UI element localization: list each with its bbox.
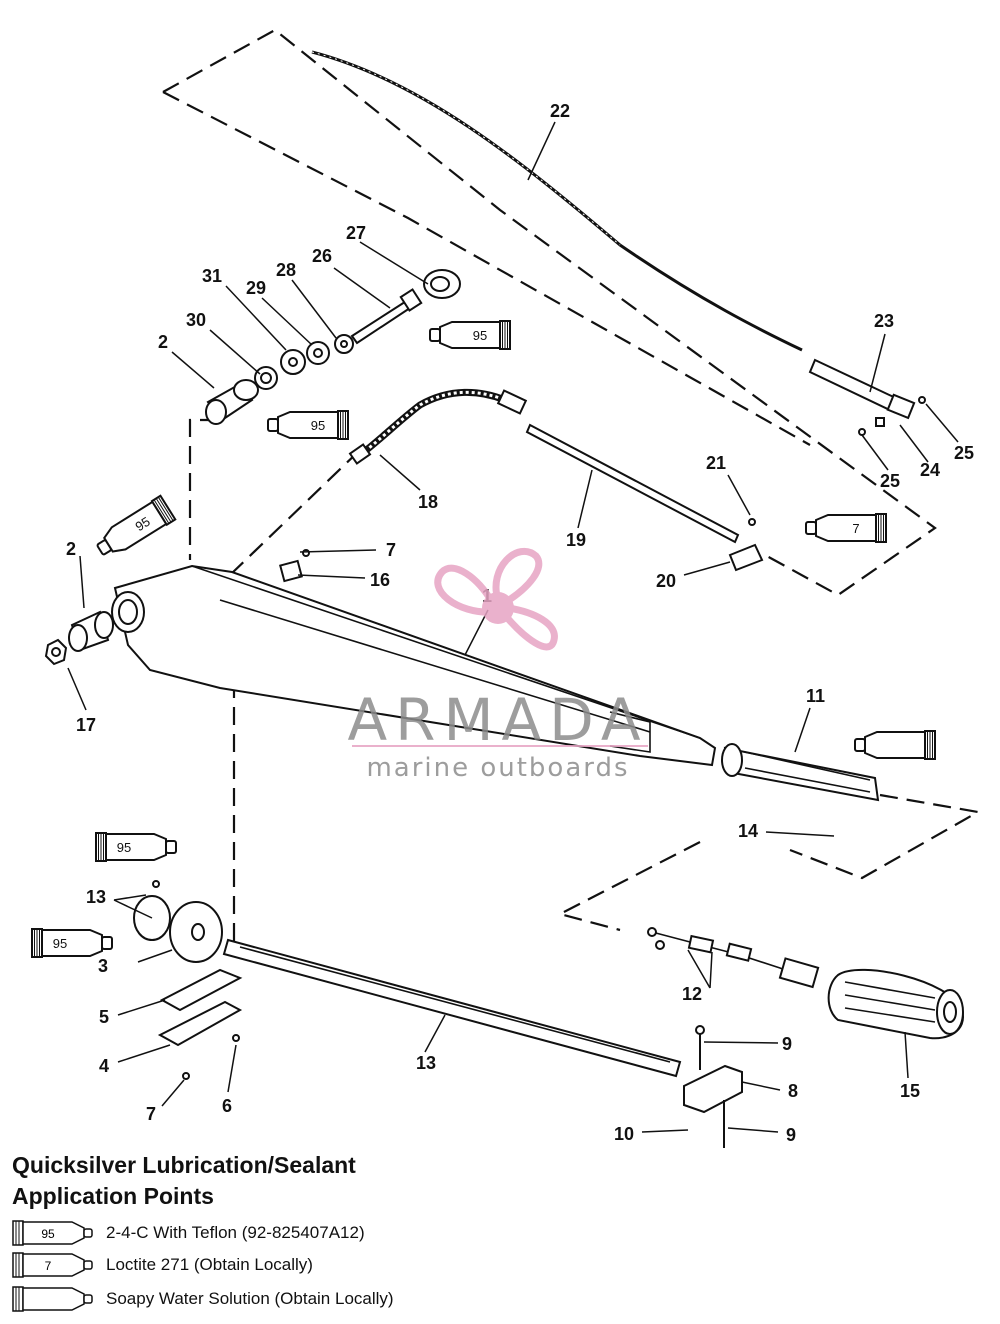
propeller-logo-icon	[434, 547, 558, 651]
tube-plain-icon	[12, 1286, 93, 1312]
part-22-cable	[311, 50, 803, 352]
tube-95-near-2-left: 95	[91, 494, 177, 563]
legend-code-7: 7	[45, 1259, 52, 1273]
callout-15: 15	[900, 1081, 920, 1101]
callout-20: 20	[656, 571, 676, 591]
legend-title-line1: Quicksilver Lubrication/Sealant	[12, 1152, 356, 1178]
legend-text-soapy: Soapy Water Solution (Obtain Locally)	[106, 1289, 394, 1308]
callout-28: 28	[276, 260, 296, 280]
part-18-flex-hose	[348, 388, 528, 465]
legend-item-soapy: Soapy Water Solution (Obtain Locally)	[12, 1285, 394, 1313]
tube-95-near-26: 95	[429, 320, 511, 350]
part-23-actuator	[808, 358, 926, 436]
legend-item-95: 95 2-4-C With Teflon (92-825407A12)	[12, 1219, 365, 1247]
callout-21: 21	[706, 453, 726, 473]
part-12-wiring	[647, 927, 820, 989]
legend-item-7: 7 Loctite 271 (Obtain Locally)	[12, 1251, 313, 1279]
callout-8: 8	[788, 1081, 798, 1101]
callout-25-right: 25	[954, 443, 974, 463]
callout-11: 11	[806, 686, 825, 706]
svg-text:95: 95	[311, 418, 325, 433]
callout-14: 14	[738, 821, 758, 841]
part-20-connector	[728, 518, 764, 572]
part-17-nut	[44, 638, 68, 666]
callout-24: 24	[920, 460, 940, 480]
part-13-shift-rod	[222, 938, 682, 1078]
part-27-nut	[423, 269, 461, 299]
tube-label-3-top: 95	[117, 840, 131, 855]
callout-17: 17	[76, 715, 96, 735]
part-19-rod	[525, 423, 740, 544]
legend-text-7: Loctite 271 (Obtain Locally)	[106, 1255, 313, 1274]
callout-13-left: 13	[86, 887, 106, 907]
legend-text-95: 2-4-C With Teflon (92-825407A12)	[106, 1223, 365, 1242]
tube-7-icon: 7	[12, 1252, 93, 1278]
callout-25-left: 25	[880, 471, 900, 491]
part-15-throttle-handle	[827, 968, 964, 1040]
watermark-brand: ARMADA	[347, 686, 648, 754]
callout-3: 3	[98, 956, 108, 976]
svg-text:95: 95	[473, 328, 487, 343]
watermark-tagline: marine outboards	[366, 753, 629, 783]
part-1-tiller-arm	[111, 564, 717, 767]
armada-watermark: ARMADA marine outboards	[347, 547, 648, 783]
tube-95-near-2-top: 95	[267, 410, 349, 440]
tube-label-3-left: 95	[53, 936, 67, 951]
callout-4: 4	[99, 1056, 109, 1076]
lubrication-legend: Quicksilver Lubrication/Sealant Applicat…	[12, 1150, 612, 1312]
svg-text:7: 7	[852, 521, 859, 536]
tube-95-near-3-top	[95, 832, 177, 862]
callout-10: 10	[614, 1124, 634, 1144]
legend-title-line2: Application Points	[12, 1183, 214, 1209]
washers-28-29-31	[254, 334, 354, 390]
callout-22: 22	[550, 101, 570, 121]
part-3-friction-assembly	[133, 880, 223, 963]
callout-7-bottom: 7	[146, 1104, 156, 1124]
callout-9-bottom: 9	[786, 1125, 796, 1145]
tube-95-near-3-left	[31, 928, 113, 958]
callout-23: 23	[874, 311, 894, 331]
callout-13-rod: 13	[416, 1053, 436, 1073]
callout-2-left: 2	[66, 539, 76, 559]
leader-lines	[67, 121, 959, 1133]
callout-30: 30	[186, 310, 206, 330]
callout-6: 6	[222, 1096, 232, 1116]
callout-31: 31	[202, 266, 222, 286]
callout-2-top: 2	[158, 332, 168, 352]
legend-code-95: 95	[41, 1227, 55, 1241]
tube-7-near-21: 7	[805, 513, 887, 543]
assembly-outline-top	[162, 28, 937, 597]
svg-text:95: 95	[133, 514, 153, 534]
part-11-grip-tube	[721, 743, 880, 802]
assembly-outline-handle	[556, 793, 982, 932]
callout-16: 16	[370, 570, 390, 590]
legend-title: Quicksilver Lubrication/Sealant Applicat…	[12, 1150, 612, 1212]
callout-27: 27	[346, 223, 366, 243]
callout-29: 29	[246, 278, 266, 298]
callout-7-top: 7	[386, 540, 396, 560]
tube-plain-near-11	[854, 730, 936, 760]
callout-26: 26	[312, 246, 332, 266]
callout-numbers: 1 2 2 3 4 5 6 7 7 8 9 9 10 11 12 13 13 1…	[66, 101, 974, 1145]
part-2-bushing-left	[68, 610, 114, 652]
part-2-bushing-top	[205, 379, 259, 425]
callout-12: 12	[682, 984, 702, 1004]
plates-4-5	[157, 968, 243, 1080]
callout-18: 18	[418, 492, 438, 512]
callout-9-top: 9	[782, 1034, 792, 1054]
part-26-bolt	[350, 288, 423, 345]
part-8-clamp	[683, 1025, 743, 1148]
part-16-clip	[279, 549, 310, 583]
tube-95-icon: 95	[12, 1220, 93, 1246]
callout-19: 19	[566, 530, 586, 550]
callout-5: 5	[99, 1007, 109, 1027]
